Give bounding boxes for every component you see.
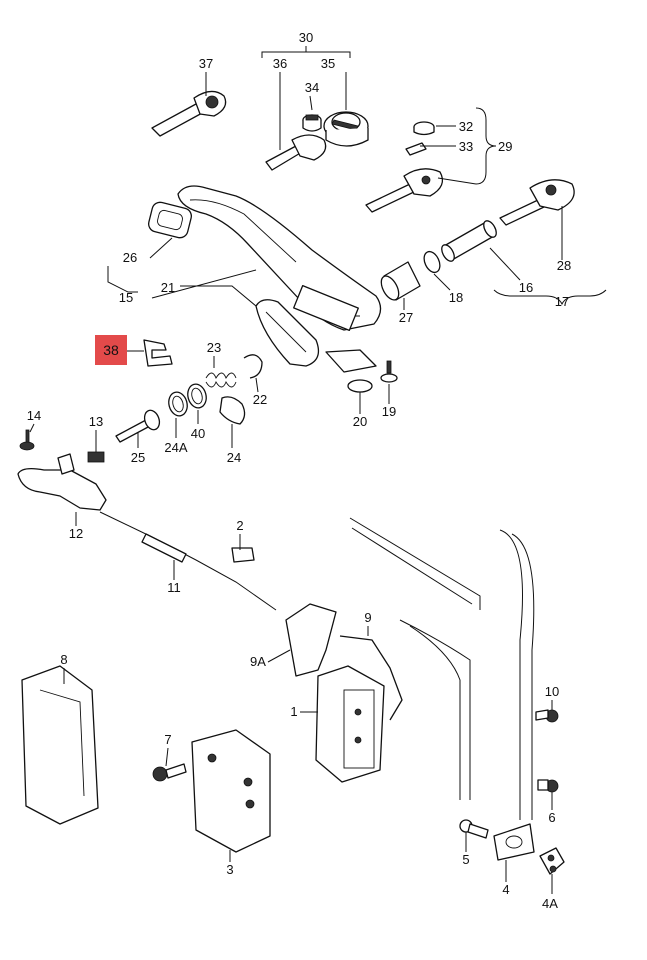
label-32[interactable]: 32 (459, 119, 473, 134)
part-36-key[interactable] (265, 134, 327, 171)
part-25-pin[interactable] (115, 408, 162, 443)
door-frame (349, 517, 535, 820)
label-9[interactable]: 9 (364, 610, 371, 625)
label-25[interactable]: 25 (131, 450, 145, 465)
label-17[interactable]: 17 (555, 294, 569, 309)
label-27[interactable]: 27 (399, 310, 413, 325)
part-18-o-ring[interactable] (421, 249, 443, 275)
label-22[interactable]: 22 (253, 392, 267, 407)
part-23-spring[interactable] (205, 372, 237, 388)
part-24-seal[interactable] (219, 396, 246, 425)
part-15-gasket[interactable] (255, 299, 320, 367)
part-16-shaft[interactable] (439, 219, 499, 264)
label-9a[interactable]: 9A (250, 654, 266, 669)
label-30[interactable]: 30 (299, 30, 313, 45)
label-36[interactable]: 36 (273, 56, 287, 71)
label-8[interactable]: 8 (60, 652, 67, 667)
label-4[interactable]: 4 (502, 882, 509, 897)
label-18[interactable]: 18 (449, 290, 463, 305)
label-14[interactable]: 14 (27, 408, 41, 423)
part-24a-ring[interactable] (166, 390, 190, 418)
label-34[interactable]: 34 (305, 80, 319, 95)
label-4a[interactable]: 4A (542, 896, 558, 911)
part-26-gasket[interactable] (147, 201, 193, 240)
part-1-lock-assembly[interactable] (315, 665, 385, 783)
part-35-lock-cylinder[interactable] (323, 111, 369, 147)
part-22-clip[interactable] (243, 354, 263, 379)
part-28-key[interactable] (499, 179, 575, 226)
label-16[interactable]: 16 (519, 280, 533, 295)
part-37-key-blank[interactable] (151, 90, 227, 137)
part-6-screw[interactable] (537, 779, 559, 793)
part-38-retaining-clip[interactable] (143, 339, 173, 367)
part-40-ring[interactable] (185, 382, 209, 410)
label-6[interactable]: 6 (548, 810, 555, 825)
label-20[interactable]: 20 (353, 414, 367, 429)
highlight-box-38[interactable] (95, 335, 127, 365)
leader-lines (29, 46, 607, 894)
part-8-panel[interactable] (21, 665, 99, 825)
label-13[interactable]: 13 (89, 414, 103, 429)
label-5[interactable]: 5 (462, 852, 469, 867)
part-7-screw[interactable] (152, 763, 187, 782)
part-32-cap[interactable] (413, 121, 435, 136)
part-33-pin[interactable] (405, 142, 427, 156)
label-11[interactable]: 11 (167, 580, 181, 595)
callout-labels: 30 36 35 37 34 32 33 29 28 16 17 18 27 2… (27, 30, 571, 911)
part-2-clip[interactable] (231, 547, 255, 563)
part-20-clip[interactable] (325, 349, 377, 393)
label-15[interactable]: 15 (119, 290, 133, 305)
label-3[interactable]: 3 (226, 862, 233, 877)
part-14-screw[interactable] (19, 429, 35, 451)
label-33[interactable]: 33 (459, 139, 473, 154)
label-29[interactable]: 29 (498, 139, 512, 154)
label-2[interactable]: 2 (236, 518, 243, 533)
label-24a[interactable]: 24A (164, 440, 187, 455)
part-27-barrel[interactable] (378, 261, 421, 303)
part-5-screw[interactable] (459, 819, 489, 839)
part-13-clip[interactable] (87, 451, 105, 463)
label-40[interactable]: 40 (191, 426, 205, 441)
label-7[interactable]: 7 (164, 732, 171, 747)
label-24[interactable]: 24 (227, 450, 241, 465)
label-37[interactable]: 37 (199, 56, 213, 71)
label-23[interactable]: 23 (207, 340, 221, 355)
part-11-cable[interactable] (99, 511, 277, 611)
part-4a-plate[interactable] (539, 847, 565, 875)
label-10[interactable]: 10 (545, 684, 559, 699)
label-21[interactable]: 21 (161, 280, 175, 295)
label-28[interactable]: 28 (557, 258, 571, 273)
part-3-housing[interactable] (191, 729, 271, 853)
label-1[interactable]: 1 (290, 704, 297, 719)
label-35[interactable]: 35 (321, 56, 335, 71)
label-38[interactable]: 38 (103, 342, 119, 358)
part-29-key[interactable] (365, 168, 444, 213)
label-26[interactable]: 26 (123, 250, 137, 265)
part-21-handle[interactable] (177, 185, 382, 332)
part-9a-bracket[interactable] (285, 603, 337, 677)
part-9-rod[interactable] (339, 635, 403, 721)
part-4-striker[interactable] (493, 823, 535, 861)
part-10-screw[interactable] (535, 709, 559, 723)
part-19-screw[interactable] (380, 360, 398, 383)
part-12-inner-handle[interactable] (17, 453, 107, 511)
part-34-cap[interactable] (302, 114, 322, 132)
label-19[interactable]: 19 (382, 404, 396, 419)
label-12[interactable]: 12 (69, 526, 83, 541)
